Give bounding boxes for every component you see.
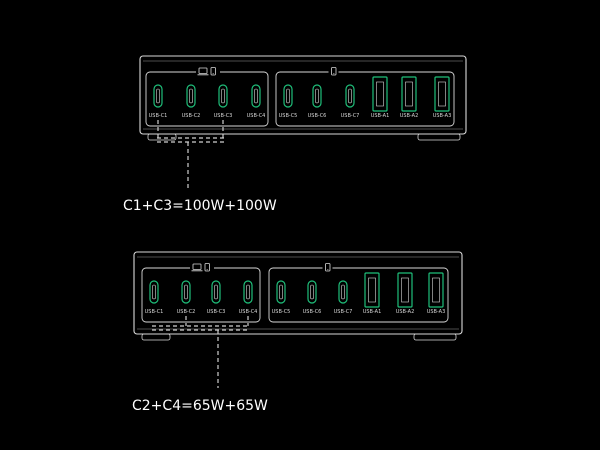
port: USB-C2 [182,84,201,119]
port-label: USB-C2 [177,309,196,315]
port: USB-C6 [303,280,322,315]
power-caption: C1+C3=100W+100W [123,198,277,214]
port-label: USB-C7 [334,309,353,315]
port: USB-C5 [272,280,291,315]
usb-a-port [397,272,413,308]
port-label: USB-A2 [400,113,419,119]
usb-c-port [345,84,355,108]
charger-unit: USB-C1 USB-C2 USB-C3 USB-C4 USB-C5 USB-C6 USB-… [132,251,463,414]
port-label: USB-C6 [303,309,322,315]
usb-c-port [283,84,293,108]
port: USB-A3 [433,76,452,119]
port-label: USB-A1 [371,113,390,119]
phone-icon [204,263,210,272]
port-label: USB-C1 [145,309,164,315]
usb-c-port [186,84,196,108]
usb-c-port [312,84,322,108]
port-label: USB-C2 [182,113,201,119]
port: USB-C1 [145,280,164,315]
port: USB-C1 [149,84,168,119]
usb-c-port [243,280,253,304]
port: USB-A1 [371,76,390,119]
port: USB-C4 [239,280,258,315]
port-label: USB-A3 [427,309,446,315]
charger-body [139,55,467,135]
port-label: USB-C5 [279,113,298,119]
port: USB-C2 [177,280,196,315]
usb-c-port [153,84,163,108]
port-label: USB-C3 [207,309,226,315]
charger-foot [141,333,171,341]
usb-c-port [149,280,159,304]
port-label: USB-C4 [247,113,266,119]
port-label: USB-A1 [363,309,382,315]
usb-c-port [218,84,228,108]
port-group-frame [275,71,455,127]
phone-icon [325,263,331,272]
port-label: USB-A3 [433,113,452,119]
port: USB-A2 [400,76,419,119]
usb-a-port [372,76,388,112]
phone-icon [210,67,216,76]
phone-icon [331,67,337,76]
usb-a-port [401,76,417,112]
port-label: USB-C6 [308,113,327,119]
usb-c-port [276,280,286,304]
port-label: USB-C7 [341,113,360,119]
port-label: USB-C5 [272,309,291,315]
port: USB-A2 [396,272,415,315]
charger-unit: USB-C1 USB-C2 USB-C3 USB-C4 USB-C5 USB-C6 USB-… [123,55,467,214]
port-label: USB-A2 [396,309,415,315]
usb-a-port [428,272,444,308]
usb-a-port [434,76,450,112]
port: USB-C6 [308,84,327,119]
port-label: USB-C4 [239,309,258,315]
port: USB-C3 [214,84,233,119]
usb-c-port [251,84,261,108]
charger-foot [417,133,461,141]
port: USB-C3 [207,280,226,315]
power-caption: C2+C4=65W+65W [132,398,268,414]
usb-c-port [338,280,348,304]
usb-c-port [307,280,317,304]
port-label: USB-C1 [149,113,168,119]
laptop-icon [197,67,209,76]
port: USB-A1 [363,272,382,315]
port: USB-C7 [334,280,353,315]
port: USB-C5 [279,84,298,119]
charger-foot [413,333,457,341]
port-group-frame [268,267,449,323]
usb-c-port [211,280,221,304]
charger-foot [147,133,177,141]
laptop-icon [191,263,203,272]
usb-c-port [181,280,191,304]
port-label: USB-C3 [214,113,233,119]
port: USB-C7 [341,84,360,119]
port: USB-A3 [427,272,446,315]
usb-a-port [364,272,380,308]
port: USB-C4 [247,84,266,119]
charger-body [133,251,463,335]
